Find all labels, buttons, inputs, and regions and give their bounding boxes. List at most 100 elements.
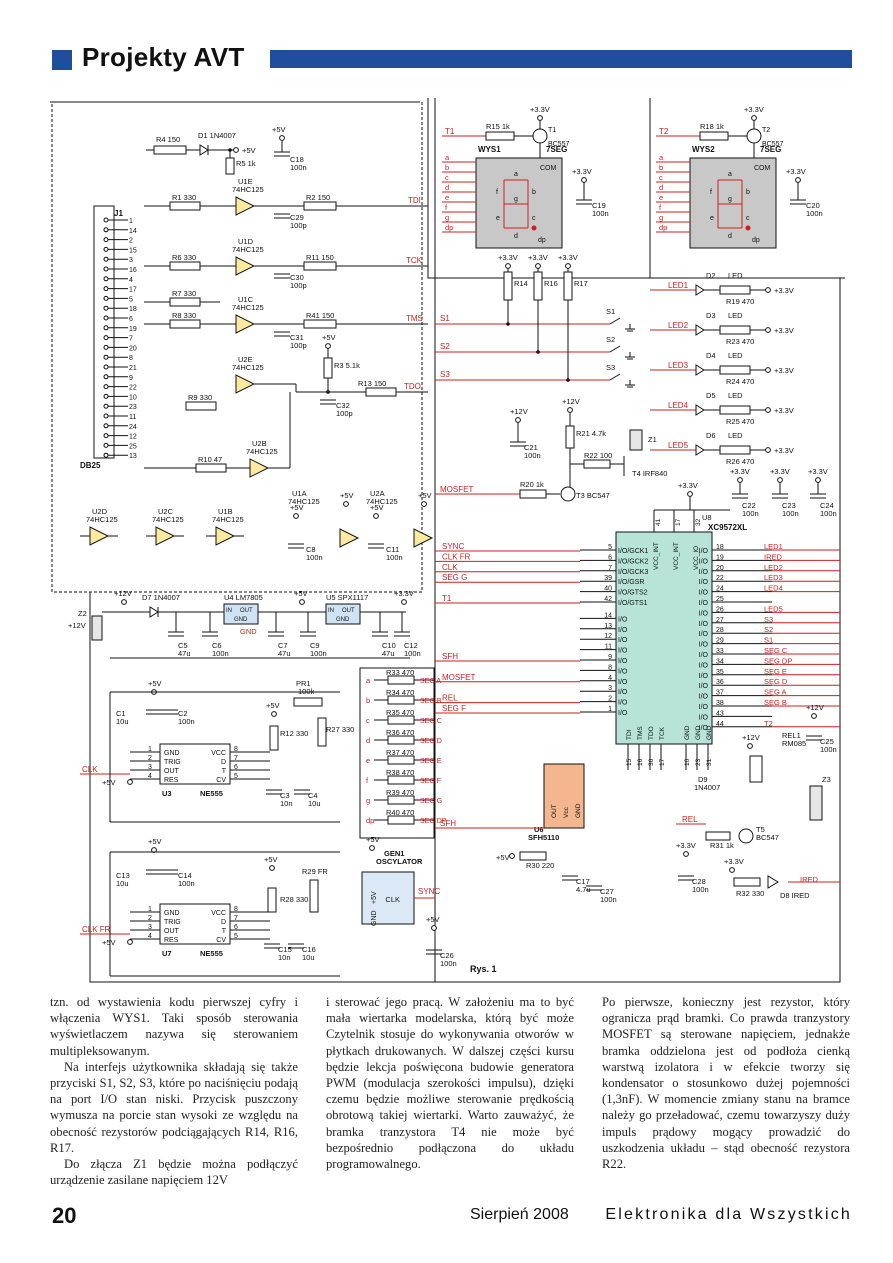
schematic-label: OUT xyxy=(164,768,180,775)
schematic-label: OUT xyxy=(240,608,253,614)
schematic-label: U3 xyxy=(162,789,172,798)
db25-pin xyxy=(103,344,109,350)
schematic-label: 74HC125 xyxy=(232,303,264,312)
schematic-label: C2 xyxy=(178,709,188,718)
schematic-label: 7SEG xyxy=(760,145,781,154)
schematic-label: BC557 xyxy=(548,141,570,148)
schematic-label: 9 xyxy=(129,375,133,382)
npn-transistor-symbol xyxy=(560,486,576,502)
db25-pin xyxy=(103,413,109,419)
resistor-symbol xyxy=(169,261,201,271)
schematic-label: I/O xyxy=(618,710,628,717)
schematic-label: 100n xyxy=(404,649,421,658)
schematic-label: I/O xyxy=(618,700,628,707)
resistor-symbol xyxy=(719,285,751,295)
supply-terminal xyxy=(751,115,757,121)
schematic-label: LED5 xyxy=(764,604,783,613)
schematic-label: R13 150 xyxy=(358,379,386,388)
db25-pin xyxy=(103,354,109,360)
schematic-label: 20 xyxy=(716,565,724,572)
schematic-label: 100p xyxy=(290,281,307,290)
schematic-label: I/O xyxy=(618,679,628,686)
schematic-label: TDI xyxy=(626,729,633,740)
schematic-label: D7 1N4007 xyxy=(142,593,180,602)
schematic-label: C32 xyxy=(336,401,350,410)
page-number: 20 xyxy=(52,1203,77,1228)
schematic-label: 8 xyxy=(129,355,133,362)
schematic-label: 10n xyxy=(280,799,293,808)
schematic-label: TDI xyxy=(408,196,421,205)
schematic-label: a xyxy=(514,171,518,178)
schematic-label: 1 xyxy=(608,706,612,713)
schematic-label: +3.3V xyxy=(770,467,790,476)
schematic-label: R14 xyxy=(514,279,528,288)
ir-receiver-u6 xyxy=(543,763,585,829)
schematic-label: 100n xyxy=(600,895,617,904)
schematic-label: I/O/GTS1 xyxy=(618,600,648,607)
schematic-label: 25 xyxy=(716,596,724,603)
schematic-label: 15 xyxy=(129,247,137,254)
schematic-label: D xyxy=(221,759,226,766)
schematic-label: Z2 xyxy=(78,609,87,618)
schematic-label: 28 xyxy=(716,627,724,634)
schematic-label: 3 xyxy=(148,924,152,931)
schematic-label: R2 150 xyxy=(306,193,330,202)
schematic-label: 2 xyxy=(148,915,152,922)
schematic-label: S1 xyxy=(440,314,450,323)
schematic-label: LED xyxy=(728,271,743,280)
db25-pin xyxy=(103,256,109,262)
led-symbol xyxy=(695,364,705,376)
schematic-label: COM xyxy=(540,165,557,172)
resistor-symbol xyxy=(387,735,415,745)
schematic-label: dp xyxy=(538,237,546,244)
supply-terminal xyxy=(729,867,735,873)
connector-z3 xyxy=(809,785,823,821)
schematic-label: 12 xyxy=(604,633,612,640)
db25-pin xyxy=(103,227,109,233)
schematic-label: 100n xyxy=(310,649,327,658)
supply-terminal xyxy=(815,477,821,483)
schematic-label: SFH5110 xyxy=(528,833,559,842)
schematic-label: 24 xyxy=(716,586,724,593)
junction-dot xyxy=(228,148,232,152)
schematic-label: SYNC xyxy=(442,542,464,551)
schematic-label: 100n xyxy=(820,509,837,518)
schematic-label: 17 xyxy=(675,518,682,526)
schematic-label: R4 150 xyxy=(156,135,180,144)
schematic-label: 16 xyxy=(637,758,644,766)
supply-terminal xyxy=(765,287,771,293)
schematic-label: 100n xyxy=(806,209,823,218)
schematic-label: REL xyxy=(682,815,698,824)
schematic-label: 12 xyxy=(129,434,137,441)
resistor-symbol xyxy=(387,695,415,705)
schematic-label: OUT xyxy=(164,928,180,935)
schematic-label: e xyxy=(659,193,663,202)
schematic-label: 5 xyxy=(608,544,612,551)
magazine-name: Elektronika dla Wszystkich xyxy=(605,1206,852,1223)
schematic-label: 20 xyxy=(129,345,137,352)
schematic-label: XC9572XL xyxy=(708,523,747,532)
seven-segment-display xyxy=(475,157,563,249)
schematic-label: R21 4.7k xyxy=(576,429,606,438)
schematic-label: a xyxy=(445,153,450,162)
schematic-label: C24 xyxy=(820,501,834,510)
schematic-label: D5 xyxy=(706,391,716,400)
schematic-label: U2B xyxy=(252,439,267,448)
schematic-label: GEN1 xyxy=(384,849,404,858)
schematic-label: 39 xyxy=(604,575,612,582)
schematic-label: b xyxy=(445,163,449,172)
schematic-label: 19 xyxy=(716,554,724,561)
schematic-label: g xyxy=(728,196,732,203)
schematic-label: SEG C xyxy=(764,646,788,655)
schematic-label: REL xyxy=(442,694,458,703)
schematic-label: LED xyxy=(728,431,743,440)
schematic-label: 42 xyxy=(604,596,612,603)
schematic-label: 21 xyxy=(129,365,137,372)
supply-terminal xyxy=(509,853,515,859)
schematic-label: R37 470 xyxy=(386,748,414,757)
seven-segment-display xyxy=(689,157,777,249)
schematic-label: I/O xyxy=(699,673,709,680)
db25-pin xyxy=(103,433,109,439)
article-paragraph: Do złącza Z1 będzie można podłączyć urzą… xyxy=(50,1157,298,1188)
resistor-symbol xyxy=(699,131,729,141)
